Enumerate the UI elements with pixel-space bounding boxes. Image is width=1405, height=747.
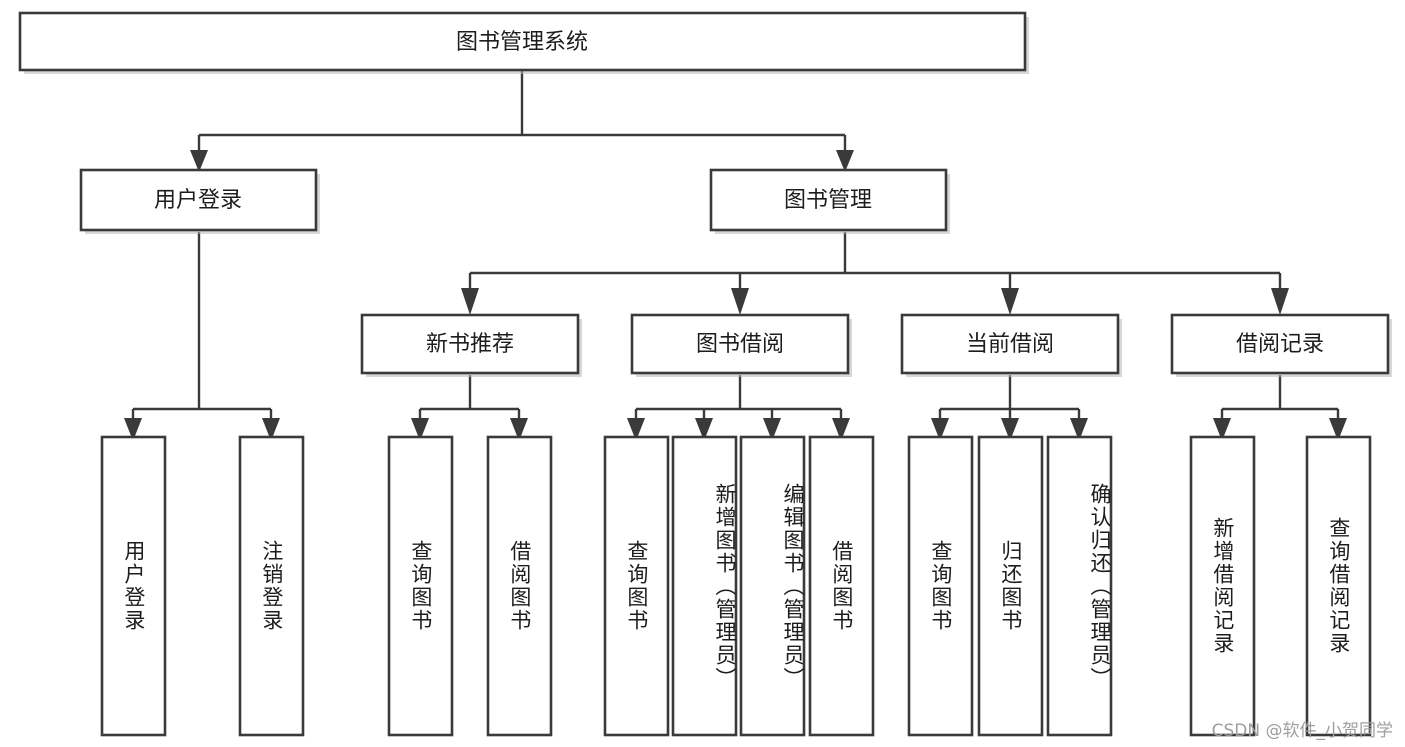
root-box[interactable] [18,11,1027,72]
arrow-br-leaf1 [1213,418,1231,441]
leaf-borrow-book-1-box[interactable] [486,435,553,737]
arrow-root-to-bookmanage [836,150,854,172]
node-user-login[interactable]: 用户登录 [79,168,320,234]
leaf-return-book-label: 归还图书 [998,540,1023,632]
arrow-bm-newbook [461,288,479,315]
arrow-nb-leaf1 [411,418,429,441]
leaf-borrow-book-2-box[interactable] [808,435,875,737]
leaf-add-book-label: 新增图书（管理员） [713,482,737,690]
arrow-br-leaf2 [1329,418,1347,441]
leaf-query-record-box[interactable] [1305,435,1372,737]
root-label: 图书管理系统 [456,30,588,55]
book-manage-box[interactable] [709,168,948,232]
leaf-query-book-1-label: 查询图书 [408,540,433,632]
arrow-bb-leaf1 [627,418,645,441]
leaf-query-book-2-label: 查询图书 [624,540,649,632]
user-login-label: 用户登录 [154,188,242,213]
arrow-bb-leaf3 [763,418,781,441]
arrow-nb-leaf2 [510,418,528,441]
arrow-bb-leaf4 [832,418,850,441]
arrow-bm-borrowrecord [1271,288,1289,315]
leaf-edit-book-box[interactable] [739,435,806,737]
arrow-cb-leaf3 [1070,418,1088,441]
leaf-add-book-box[interactable] [671,435,738,737]
leaf-edit-book-label: 编辑图书（管理员） [781,482,805,690]
borrow-record-label: 借阅记录 [1236,332,1324,357]
arrow-userlogin-leaf1 [124,418,142,441]
new-book-rec-box[interactable] [360,313,580,375]
leaf-query-book-3-label: 查询图书 [928,540,953,632]
arrow-cb-leaf2 [1001,418,1019,441]
leaf-box-group [100,435,1372,737]
leaf-user-login-label: 用户登录 [121,540,146,632]
arrow-root-to-userlogin [190,150,208,172]
leaf-confirm-return-box[interactable] [1046,435,1113,737]
leaf-user-logout-label: 注销登录 [259,540,284,632]
arrow-bm-bookborrow [731,288,749,315]
leaf-user-logout-box[interactable] [238,435,305,737]
book-borrow-box[interactable] [630,313,850,375]
leaf-return-book-box[interactable] [977,435,1044,737]
leaf-confirm-return-label: 确认归还（管理员） [1088,482,1112,690]
node-new-book-rec[interactable]: 新书推荐 [360,313,582,377]
node-root[interactable]: 图书管理系统 [18,11,1029,74]
arrow-bb-leaf2 [695,418,713,441]
csdn-watermark: CSDN @软件_小贺同学 [1211,721,1393,741]
leaf-query-book-3-box[interactable] [907,435,974,737]
leaf-borrow-book-2-label: 借阅图书 [829,540,854,632]
current-borrow-label: 当前借阅 [966,332,1054,357]
leaf-user-login-box[interactable] [100,435,167,737]
leaf-query-book-2-box[interactable] [603,435,670,737]
new-book-rec-label: 新书推荐 [426,332,514,357]
connector-group [124,71,1347,441]
node-borrow-record[interactable]: 借阅记录 [1170,313,1392,377]
node-book-borrow[interactable]: 图书借阅 [630,313,852,377]
borrow-record-box[interactable] [1170,313,1390,375]
arrow-bm-currentborrow [1001,288,1019,315]
arrow-cb-leaf1 [931,418,949,441]
leaf-add-record-box[interactable] [1189,435,1256,737]
leaf-query-record-label: 查询借阅记录 [1326,517,1351,655]
book-borrow-label: 图书借阅 [696,332,784,357]
book-manage-label: 图书管理 [784,188,872,213]
node-current-borrow[interactable]: 当前借阅 [900,313,1122,377]
node-book-manage[interactable]: 图书管理 [709,168,950,234]
leaf-borrow-book-1-label: 借阅图书 [507,540,532,632]
arrow-userlogin-leaf2 [262,418,280,441]
user-login-box[interactable] [79,168,318,232]
leaf-add-record-label: 新增借阅记录 [1210,517,1235,655]
current-borrow-box[interactable] [900,313,1120,375]
leaf-query-book-1-box[interactable] [387,435,454,737]
